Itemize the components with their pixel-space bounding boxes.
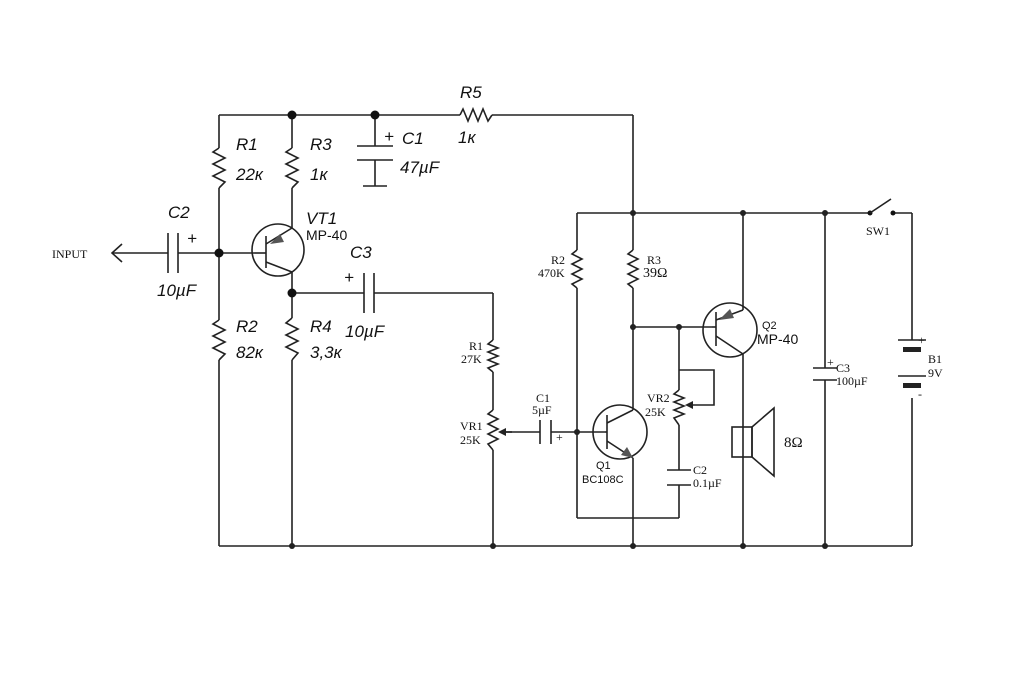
- input-arrow-icon: [110, 243, 123, 263]
- input-label: INPUT: [52, 247, 88, 261]
- pot-wipers: [498, 401, 693, 436]
- q1-model: BC108C: [582, 474, 624, 486]
- resistor-r3-left: [284, 147, 300, 189]
- speaker-impedance: 8Ω: [784, 435, 803, 451]
- r4-left-value: 3,3к: [310, 343, 343, 362]
- resistor-r3-right: [626, 249, 640, 289]
- potentiometer-vr1: [486, 409, 500, 451]
- c3-left-name: C3: [350, 243, 372, 262]
- r3-left-value: 1к: [310, 165, 328, 184]
- right-labels: R2 470K R3 39Ω R1 27K VR1 25K C1 5µF + Q…: [460, 224, 943, 490]
- resistor-r2-right: [570, 249, 584, 289]
- resistor-r2-left: [211, 319, 227, 361]
- r2-right-name: R2: [551, 253, 565, 267]
- c2-right-name: C2: [693, 463, 707, 477]
- speaker: [731, 406, 775, 478]
- junction-dots: [214, 110, 828, 549]
- c2-right-value: 0.1µF: [693, 476, 722, 490]
- battery-minus: -: [918, 387, 922, 401]
- potentiometer-vr2: [671, 389, 687, 426]
- c1-right-value: 5µF: [532, 403, 552, 417]
- capacitors: [167, 145, 837, 486]
- c1-left-name: C1: [402, 129, 424, 148]
- battery-b1: [898, 339, 926, 388]
- battery-plus: +: [918, 333, 925, 347]
- resistors: [211, 106, 687, 451]
- resistor-r5-left: [459, 106, 493, 124]
- vr2-name: VR2: [647, 391, 670, 405]
- c1-right-plus: +: [556, 430, 563, 444]
- r2-left-value: 82к: [236, 343, 264, 362]
- r3-left-name: R3: [310, 135, 332, 154]
- c3-right-name: C3: [836, 361, 850, 375]
- resistor-r1-right: [485, 339, 501, 373]
- r2-right-value: 470K: [538, 266, 565, 280]
- vr2-value: 25K: [645, 405, 666, 419]
- r2-left-name: R2: [236, 317, 258, 336]
- c3-right-plus: +: [827, 355, 834, 369]
- q2-model: MP-40: [757, 331, 798, 347]
- r1-left-value: 22к: [235, 165, 264, 184]
- right-wires: [492, 212, 913, 546]
- r5-left-value: 1к: [458, 128, 476, 147]
- battery-value: 9V: [928, 366, 943, 380]
- c1-right-name: C1: [536, 391, 550, 405]
- r5-left-name: R5: [460, 83, 482, 102]
- c3-left-value: 10µF: [345, 322, 386, 341]
- transistor-vt1: [251, 223, 305, 277]
- c2-left-name: C2: [168, 203, 190, 222]
- resistor-r1-left: [211, 147, 227, 189]
- left-labels: INPUT R1 22к R2 82к R3 1к R4 3,3к R5 1к …: [52, 83, 482, 362]
- switch-sw1: [867, 198, 896, 216]
- switch-label: SW1: [866, 224, 890, 238]
- c2-left-plus: +: [187, 229, 197, 248]
- r3-right-name: R3: [647, 253, 661, 267]
- c2-left-value: 10µF: [157, 281, 198, 300]
- transistor-q1: [592, 404, 648, 460]
- r1-right-name: R1: [469, 339, 483, 353]
- c3-right-value: 100µF: [836, 374, 868, 388]
- q2-name: Q2: [762, 320, 777, 332]
- r1-right-value: 27K: [461, 352, 482, 366]
- transistor-q2: [702, 302, 758, 358]
- c1-left-plus: +: [384, 127, 394, 146]
- resistor-r4-left: [284, 317, 300, 361]
- left-wires: [112, 114, 912, 547]
- q1-name: Q1: [596, 460, 611, 472]
- vr1-name: VR1: [460, 419, 483, 433]
- c1-left-value: 47µF: [400, 158, 441, 177]
- vr1-value: 25K: [460, 433, 481, 447]
- r1-left-name: R1: [236, 135, 258, 154]
- vt1-name: VT1: [306, 209, 337, 228]
- vt1-model: MP-40: [306, 227, 347, 243]
- r3-right-value: 39Ω: [643, 266, 667, 281]
- c3-left-plus: +: [344, 268, 354, 287]
- battery-name: B1: [928, 352, 942, 366]
- r4-left-name: R4: [310, 317, 332, 336]
